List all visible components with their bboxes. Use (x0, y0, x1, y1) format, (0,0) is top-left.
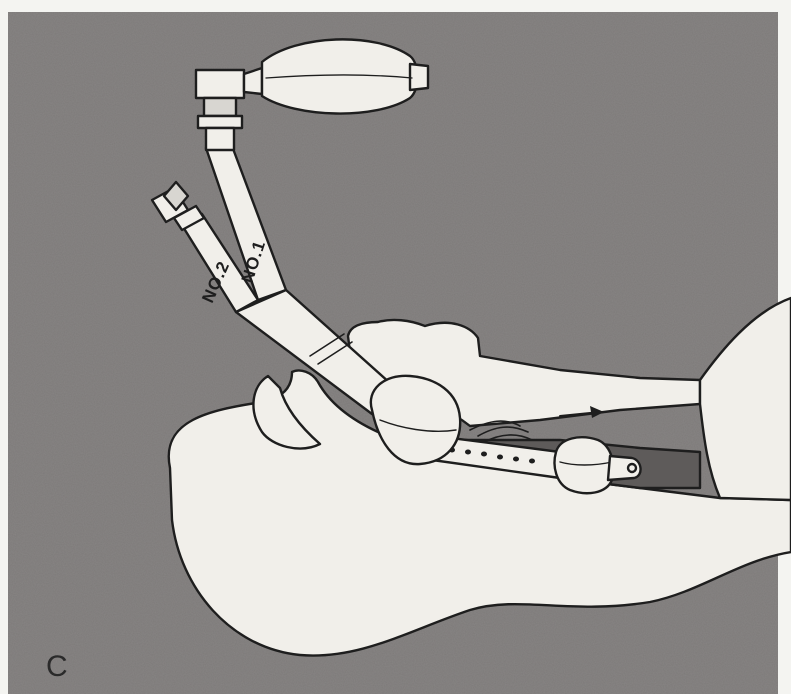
tube-tip-hole (628, 464, 636, 472)
panel-letter: C (46, 650, 68, 683)
